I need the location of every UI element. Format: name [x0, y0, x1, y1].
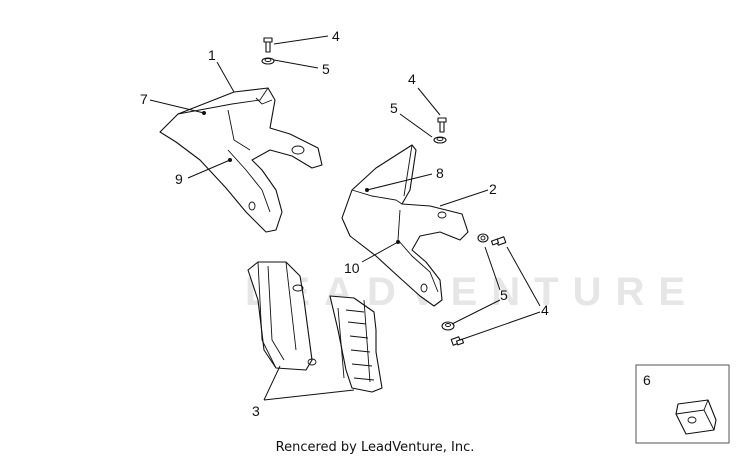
left-shroud[interactable]	[159, 87, 323, 233]
bolt-top-right[interactable]	[437, 117, 447, 133]
callout-10: 10	[344, 260, 360, 276]
right-shroud[interactable]	[341, 144, 469, 307]
callouts: 1 7 9 4 5 4 5 8 2 10 5 4 3	[140, 28, 549, 419]
callout-5-bottom: 5	[500, 287, 508, 303]
inset-part-6[interactable]: 6	[635, 364, 730, 444]
radiator-grille-right[interactable]	[329, 295, 383, 393]
washer-bottom[interactable]	[441, 321, 455, 331]
bolt-bottom[interactable]	[450, 336, 465, 346]
bolt-mid-right[interactable]	[490, 236, 507, 246]
callout-6: 6	[643, 372, 651, 388]
callout-4-top-left: 4	[332, 28, 340, 44]
radiator-grille-left[interactable]	[247, 261, 317, 371]
callout-9: 9	[175, 171, 183, 187]
callout-2: 2	[489, 181, 497, 197]
callout-1: 1	[208, 47, 216, 63]
callout-4-top-right: 4	[408, 71, 416, 87]
credit-text: Rencered by LeadVenture, Inc.	[275, 440, 475, 455]
clip-nut	[675, 399, 717, 435]
callout-3: 3	[252, 403, 260, 419]
washer-mid-right[interactable]	[477, 233, 489, 243]
callout-5-top-left: 5	[322, 61, 330, 77]
leader-lines	[149, 35, 541, 401]
watermark: LEADVENTURE	[245, 213, 699, 314]
washer-top-left[interactable]	[261, 57, 275, 65]
callout-4-bottom: 4	[541, 302, 549, 318]
callout-8: 8	[436, 165, 444, 181]
washer-top-right[interactable]	[433, 136, 447, 144]
watermark-text: LEADVENTURE	[245, 270, 699, 314]
bolt-top-left[interactable]	[263, 37, 273, 53]
callout-7: 7	[140, 91, 148, 107]
callout-5-top-right: 5	[390, 100, 398, 116]
